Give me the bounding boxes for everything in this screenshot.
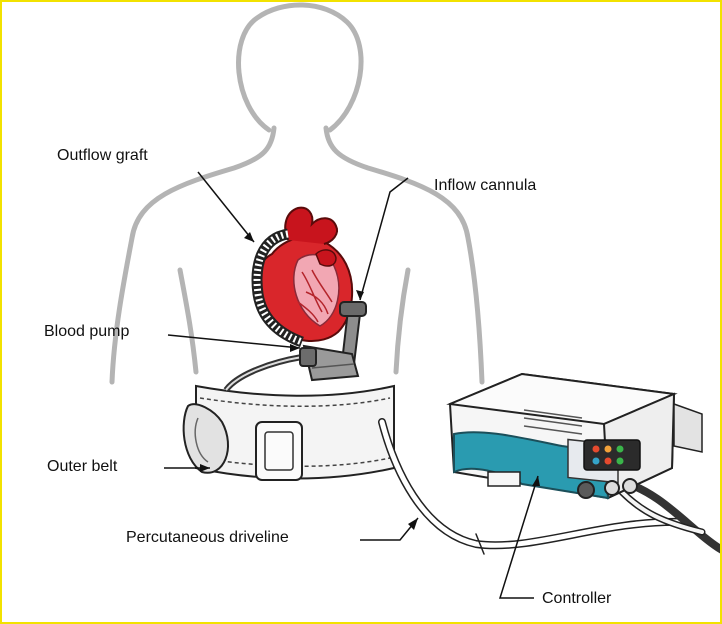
label-blood-pump: Blood pump — [44, 323, 129, 341]
leader-outflow-graft — [198, 172, 254, 242]
leader-driveline — [360, 518, 418, 540]
label-percutaneous-driveline: Percutaneous driveline — [126, 529, 289, 547]
leader-inflow-cannula — [360, 178, 408, 300]
label-controller: Controller — [542, 590, 611, 608]
leader-controller — [500, 476, 538, 598]
pump-cable — [226, 357, 302, 390]
label-outer-belt: Outer belt — [47, 458, 117, 476]
label-inflow-cannula: Inflow cannula — [434, 177, 536, 195]
controller-graphic — [450, 374, 702, 498]
label-outflow-graft: Outflow graft — [57, 147, 148, 165]
outer-belt-graphic — [184, 386, 394, 480]
